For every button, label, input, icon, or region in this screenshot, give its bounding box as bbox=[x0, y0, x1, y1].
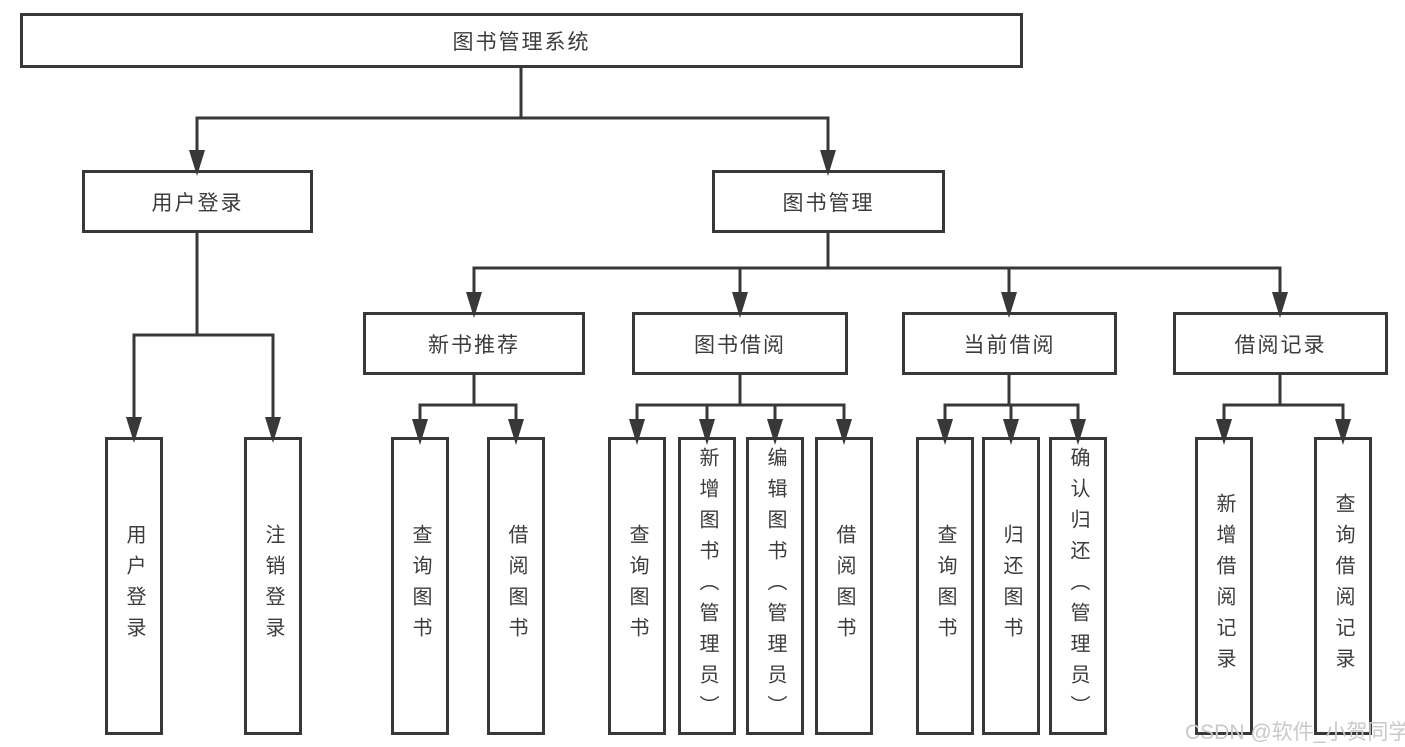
node-book-borrow-label: 图书借阅 bbox=[694, 333, 786, 357]
leaf-current-confirm-return-admin-label: 确认归还（管理员） bbox=[1067, 446, 1089, 726]
leaf-logout-label: 注销登录 bbox=[262, 524, 284, 648]
node-current-borrow-label: 当前借阅 bbox=[963, 333, 1056, 357]
leaf-current-return-books-label: 归还图书 bbox=[1000, 524, 1022, 648]
leaf-borrow-add-books-admin: 新增图书（管理员） bbox=[678, 437, 736, 735]
connector-record-children bbox=[1222, 373, 1345, 421]
leaf-borrow-edit-books-admin-label: 编辑图书（管理员） bbox=[764, 446, 786, 726]
leaf-recommend-query-books-label: 查询图书 bbox=[409, 524, 431, 648]
connector-bookmgmt-to-level2 bbox=[472, 230, 1282, 294]
leaf-borrow-borrow-books: 借阅图书 bbox=[815, 437, 873, 735]
node-book-management: 图书管理 bbox=[712, 170, 945, 233]
connector-current-children bbox=[943, 373, 1080, 421]
node-book-management-label: 图书管理 bbox=[782, 191, 875, 215]
leaf-current-return-books: 归还图书 bbox=[982, 437, 1040, 735]
node-user-login: 用户登录 bbox=[82, 170, 313, 233]
leaf-borrow-query-books-label: 查询图书 bbox=[626, 524, 648, 648]
node-new-book-recommend: 新书推荐 bbox=[363, 312, 585, 375]
connector-login-children bbox=[132, 231, 275, 419]
connector-recommend-children bbox=[418, 373, 518, 421]
leaf-current-query-books-label: 查询图书 bbox=[934, 524, 956, 648]
node-current-borrow: 当前借阅 bbox=[902, 312, 1117, 375]
leaf-borrow-add-books-admin-label: 新增图书（管理员） bbox=[696, 446, 718, 726]
leaf-recommend-borrow-books-label: 借阅图书 bbox=[505, 524, 527, 648]
leaf-borrow-query-books: 查询图书 bbox=[608, 437, 666, 735]
leaf-user-login: 用户登录 bbox=[105, 437, 163, 735]
leaf-recommend-borrow-books: 借阅图书 bbox=[487, 437, 545, 735]
leaf-borrow-borrow-books-label: 借阅图书 bbox=[833, 524, 855, 648]
leaf-record-query-record: 查询借阅记录 bbox=[1314, 437, 1372, 735]
leaf-record-add-record: 新增借阅记录 bbox=[1195, 437, 1253, 735]
leaf-current-confirm-return-admin: 确认归还（管理员） bbox=[1049, 437, 1107, 735]
connector-root-to-level1 bbox=[195, 66, 830, 154]
node-library-management-system: 图书管理系统 bbox=[20, 13, 1023, 68]
leaf-borrow-edit-books-admin: 编辑图书（管理员） bbox=[746, 437, 804, 735]
leaf-logout: 注销登录 bbox=[244, 437, 302, 735]
node-borrow-record-label: 借阅记录 bbox=[1234, 333, 1327, 357]
leaf-user-login-label: 用户登录 bbox=[123, 524, 145, 648]
node-book-borrow: 图书借阅 bbox=[632, 312, 848, 375]
node-library-management-system-label: 图书管理系统 bbox=[452, 30, 591, 54]
connector-borrow-children bbox=[635, 373, 846, 421]
node-new-book-recommend-label: 新书推荐 bbox=[428, 333, 520, 357]
leaf-record-add-record-label: 新增借阅记录 bbox=[1213, 493, 1235, 679]
leaf-recommend-query-books: 查询图书 bbox=[391, 437, 449, 735]
node-borrow-record: 借阅记录 bbox=[1173, 312, 1388, 375]
node-user-login-label: 用户登录 bbox=[151, 191, 244, 215]
leaf-record-query-record-label: 查询借阅记录 bbox=[1332, 493, 1354, 679]
leaf-current-query-books: 查询图书 bbox=[916, 437, 974, 735]
